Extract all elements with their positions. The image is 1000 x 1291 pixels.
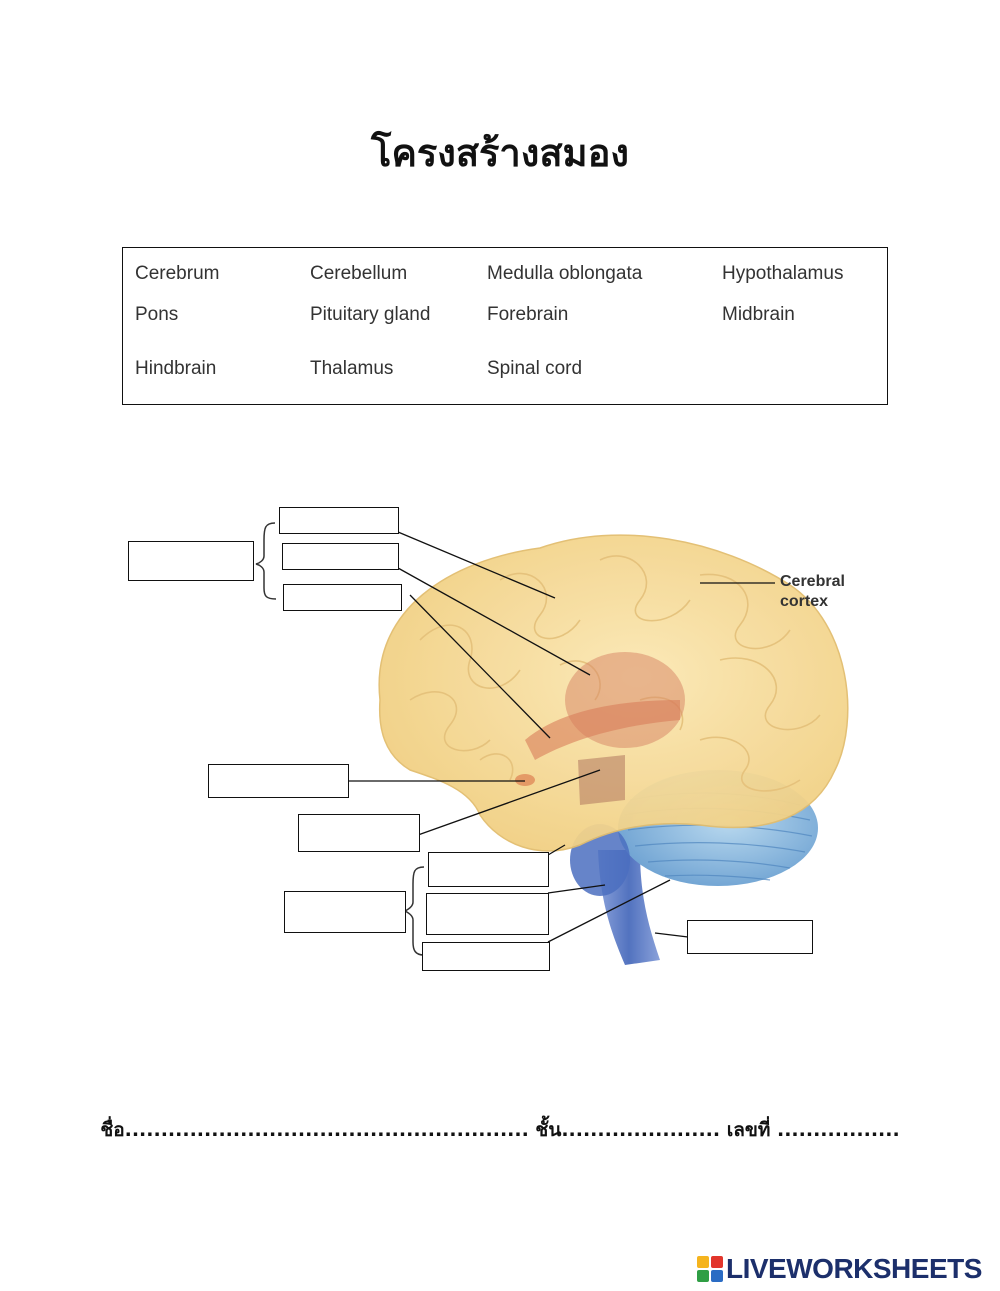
answer-box-medulla[interactable] — [426, 893, 549, 935]
word-bank-item: Hypothalamus — [722, 263, 844, 284]
word-bank-item: Thalamus — [310, 358, 394, 379]
hypothalamus — [525, 700, 680, 760]
forebrain-bracket — [255, 522, 277, 600]
answer-box-midbrain[interactable] — [298, 814, 420, 852]
word-bank-item: Hindbrain — [135, 358, 217, 379]
word-bank-item: Cerebellum — [310, 263, 408, 284]
brain-diagram: Cerebral cortex — [255, 522, 849, 965]
cerebral-cortex-label: Cerebral cortex — [780, 573, 849, 610]
answer-box-forebrain-group[interactable] — [128, 541, 254, 581]
midbrain — [578, 755, 625, 805]
answer-box-hindbrain-group[interactable] — [284, 891, 406, 933]
word-bank-item: Cerebrum — [135, 263, 220, 284]
answer-box-cerebrum[interactable] — [279, 507, 399, 534]
page-title: โครงสร้างสมอง — [371, 131, 629, 175]
answer-box-cerebellum[interactable] — [422, 942, 550, 971]
word-bank-item: Forebrain — [487, 304, 569, 325]
liveworksheets-logo-icon — [697, 1256, 723, 1282]
word-bank-item: Pons — [135, 304, 179, 325]
answer-box-spinal-cord[interactable] — [687, 920, 813, 954]
word-bank: Cerebrum Cerebellum Medulla oblongata Hy… — [122, 247, 888, 405]
answer-box-thalamus[interactable] — [282, 543, 399, 570]
pituitary-gland — [515, 774, 535, 786]
word-bank-item: Pituitary gland — [310, 304, 431, 325]
brand-name: LIVEWORKSHEETS — [726, 1253, 982, 1284]
word-bank-item: Spinal cord — [487, 358, 583, 379]
answer-box-hypothalamus[interactable] — [283, 584, 402, 611]
answer-box-pituitary[interactable] — [208, 764, 349, 798]
word-bank-item: Medulla oblongata — [487, 263, 643, 284]
answer-box-pons[interactable] — [428, 852, 549, 887]
liveworksheets-logo: LIVEWORKSHEETS — [697, 1253, 982, 1285]
word-bank-item: Midbrain — [722, 304, 795, 325]
student-info-line: ชื่อ....................................… — [100, 1119, 900, 1141]
